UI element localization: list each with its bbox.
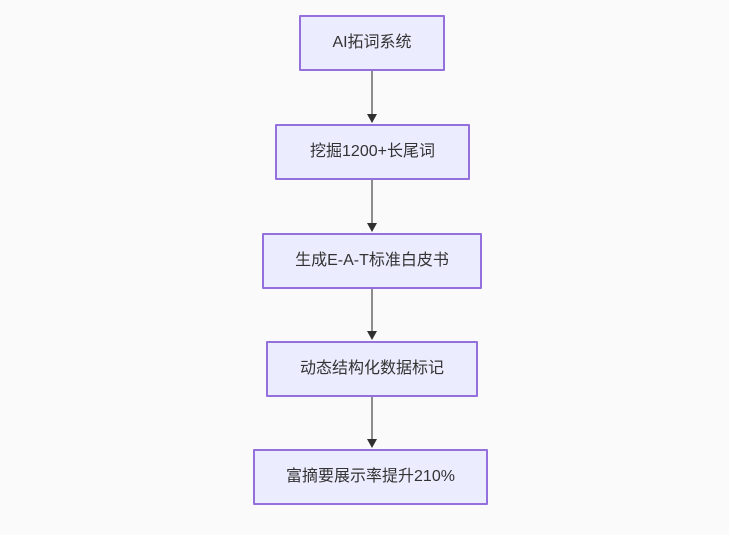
flow-arrow-2 bbox=[366, 180, 377, 232]
flow-arrow-1 bbox=[366, 71, 377, 123]
node-label: 生成E-A-T标准白皮书 bbox=[295, 252, 449, 270]
flowchart-node-ai-word-expansion-system: AI拓词系统 bbox=[299, 15, 445, 71]
arrow-line bbox=[370, 71, 373, 114]
node-label: 富摘要展示率提升210% bbox=[286, 468, 455, 486]
flow-arrow-3 bbox=[366, 289, 377, 340]
node-label: AI拓词系统 bbox=[332, 34, 412, 52]
flowchart-node-rich-snippet-rate-increase: 富摘要展示率提升210% bbox=[253, 449, 488, 505]
flowchart-node-mine-longtail-keywords: 挖掘1200+长尾词 bbox=[275, 124, 470, 180]
arrow-line bbox=[370, 180, 373, 223]
node-label: 动态结构化数据标记 bbox=[299, 360, 444, 378]
arrow-line bbox=[370, 397, 373, 439]
arrow-head-down-icon bbox=[366, 331, 377, 340]
flow-arrow-4 bbox=[366, 397, 377, 448]
arrow-head-down-icon bbox=[366, 114, 377, 123]
arrow-head-down-icon bbox=[366, 223, 377, 232]
arrow-line bbox=[370, 289, 373, 331]
node-label: 挖掘1200+长尾词 bbox=[310, 143, 435, 161]
flowchart-node-dynamic-structured-data-markup: 动态结构化数据标记 bbox=[266, 341, 478, 397]
arrow-head-down-icon bbox=[366, 439, 377, 448]
flowchart-node-generate-eat-whitepaper: 生成E-A-T标准白皮书 bbox=[262, 233, 482, 289]
